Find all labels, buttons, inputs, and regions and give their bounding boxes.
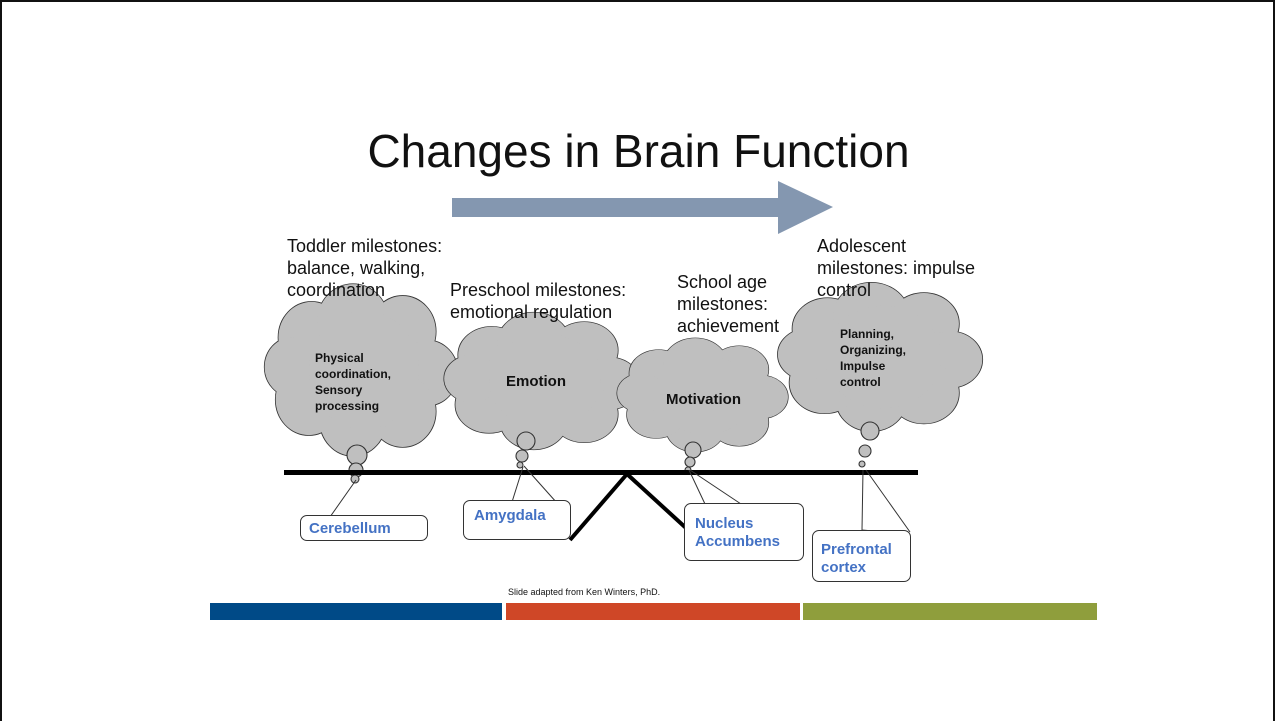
milestone-preschool: Preschool milestones: emotional regulati… [450, 279, 626, 323]
region-label: Nucleus [695, 515, 754, 532]
footer-bar-green [803, 603, 1097, 620]
callout-amygdala: Amygdala [463, 500, 571, 540]
seesaw-fulcrum [568, 472, 688, 542]
milestone-adolescent-line: milestones: impulse [817, 258, 976, 278]
seesaw-plank [284, 470, 918, 475]
milestone-toddler-line: coordination [287, 280, 386, 300]
region-label: Accumbens [695, 533, 781, 550]
callout-nucleus-accumbens: Nucleus Accumbens [684, 503, 804, 561]
slide-credit: Slide adapted from Ken Winters, PhD. [508, 587, 661, 597]
cloud-emotion [443, 311, 641, 469]
milestone-school-age-line: milestones: [677, 294, 769, 314]
region-label: Prefrontal [821, 541, 892, 558]
cloud-text-line: Planning, [840, 327, 894, 341]
cloud-text-line: Physical [315, 351, 364, 365]
cloud-text-line: control [840, 375, 881, 389]
footer-bar-blue [210, 603, 502, 620]
cloud-text-line: Sensory [315, 383, 363, 397]
cloud-physical-text: Physical coordination, Sensory processin… [315, 350, 391, 414]
cloud-text-line: coordination, [315, 367, 391, 381]
cloud-motivation-text: Motivation [666, 391, 741, 409]
cloud-text-line: Motivation [666, 391, 741, 408]
milestone-adolescent-line: control [817, 280, 872, 300]
callout-cerebellum: Cerebellum [300, 515, 428, 541]
milestone-school-age-line: School age [677, 272, 768, 292]
cloud-planning [777, 281, 984, 468]
milestone-preschool-line: emotional regulation [450, 302, 613, 322]
timeline-arrow [452, 181, 833, 234]
region-label: Cerebellum [309, 520, 391, 537]
cloud-text-line: processing [315, 399, 380, 413]
milestone-toddler-line: Toddler milestones: [287, 236, 443, 256]
milestone-toddler-line: balance, walking, [287, 258, 426, 278]
milestone-adolescent: Adolescent milestones: impulse control [817, 235, 975, 301]
region-label: cortex [821, 559, 867, 576]
milestone-preschool-line: Preschool milestones: [450, 280, 627, 300]
cloud-text-line: Impulse [840, 359, 886, 373]
cloud-planning-text: Planning, Organizing, Impulse control [840, 326, 906, 390]
milestone-school-age-line: achievement [677, 316, 780, 336]
milestone-toddler: Toddler milestones: balance, walking, co… [287, 235, 442, 301]
callout-prefrontal-cortex: Prefrontal cortex [812, 530, 911, 582]
slide-title: Changes in Brain Function [367, 125, 910, 177]
cloud-text-line: Emotion [506, 373, 566, 390]
cloud-emotion-text: Emotion [506, 373, 566, 391]
milestone-adolescent-line: Adolescent [817, 236, 907, 256]
region-label: Amygdala [474, 507, 546, 524]
cloud-text-line: Organizing, [840, 343, 906, 357]
footer-bar-red [506, 603, 800, 620]
milestone-school-age: School age milestones: achievement [677, 271, 779, 337]
